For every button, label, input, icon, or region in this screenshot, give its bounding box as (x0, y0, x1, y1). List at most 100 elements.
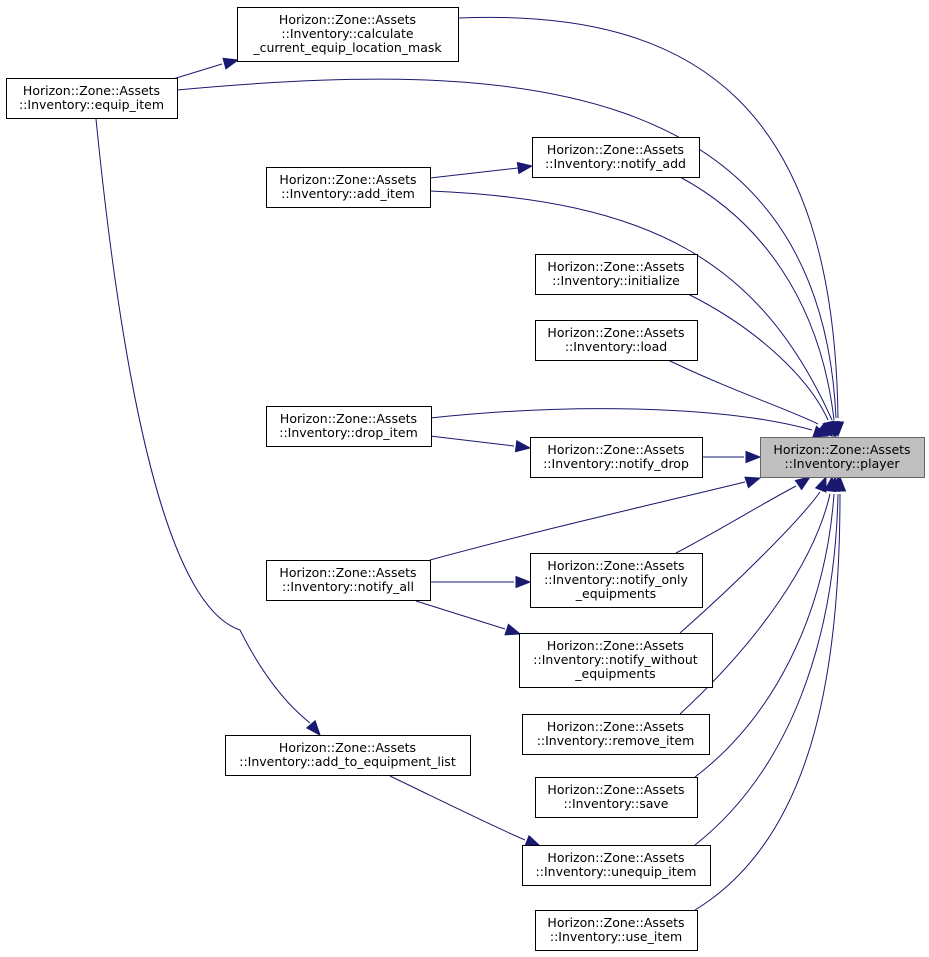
node-box (519, 633, 713, 688)
edge-arrowhead (222, 57, 240, 70)
edge-arrowhead (504, 623, 522, 636)
edge-add_to_eq_list-to-unequip_item (389, 775, 542, 847)
edge-initialize-to-player (687, 293, 835, 438)
node-box (266, 406, 432, 447)
edge-line (694, 493, 839, 846)
node-label-line: ::Inventory::player (785, 456, 901, 471)
node-label-line: Horizon::Zone::Assets (773, 442, 910, 457)
edge-line (429, 481, 746, 561)
node-label-line: ::Inventory::equip_item (19, 97, 164, 112)
edge-line (667, 359, 819, 425)
edge-arrowhead (744, 476, 762, 489)
node-add-item[interactable]: Horizon::Zone::Assets::Inventory::add_it… (266, 167, 431, 208)
node-label-line: ::Inventory::load (565, 339, 667, 354)
node-box (266, 167, 431, 208)
node-box (522, 845, 711, 886)
edge-save-to-player (694, 475, 841, 778)
node-unequip-item[interactable]: Horizon::Zone::Assets::Inventory::unequi… (522, 845, 711, 886)
node-label-line: Horizon::Zone::Assets (547, 259, 684, 274)
node-label-line: ::Inventory::use_item (550, 929, 682, 944)
edge-drop_item-to-notify_drop (429, 435, 532, 453)
node-label-line: ::Inventory::unequip_item (536, 864, 697, 879)
node-box (535, 777, 698, 818)
edge-drop_item-to-player (429, 408, 830, 438)
node-box (535, 254, 698, 295)
edge-arrowhead (305, 719, 321, 737)
edge-line (694, 493, 835, 778)
node-label-line: Horizon::Zone::Assets (279, 172, 416, 187)
node-load[interactable]: Horizon::Zone::Assets::Inventory::load (535, 320, 698, 361)
node-notify-all[interactable]: Horizon::Zone::Assets::Inventory::notify… (266, 560, 431, 601)
edge-line (389, 775, 526, 841)
node-label-line: ::Inventory::notify_only (544, 572, 688, 587)
edge-notify_all-to-player (429, 476, 762, 561)
edge-line (95, 118, 311, 724)
edge-line (429, 190, 833, 421)
edge-equip_item-to-calc_mask (172, 57, 240, 80)
edge-line (679, 491, 821, 634)
edge-notify_only_eq-to-player (675, 476, 812, 554)
edge-unequip_item-to-player (694, 475, 845, 846)
edge-arrowhead (524, 834, 542, 847)
node-box (535, 910, 698, 951)
node-notify-drop[interactable]: Horizon::Zone::Assets::Inventory::notify… (530, 437, 703, 478)
edge-arrowhead (515, 575, 532, 589)
node-notify-without-eq[interactable]: Horizon::Zone::Assets::Inventory::notify… (519, 633, 713, 688)
edge-line (429, 167, 519, 179)
edge-line (687, 293, 829, 421)
node-label-line: ::Inventory::initialize (552, 273, 680, 288)
edge-arrowhead (794, 476, 812, 491)
edge-line (176, 78, 837, 419)
node-add-to-eq-list[interactable]: Horizon::Zone::Assets::Inventory::add_to… (225, 735, 471, 776)
edge-line (694, 493, 841, 911)
node-box (760, 437, 925, 478)
edge-arrowhead (516, 161, 534, 175)
edge-add_item-to-notify_add (429, 161, 534, 179)
node-label-line: _equipments (574, 666, 655, 681)
edge-line (429, 435, 515, 447)
node-label-line: ::Inventory::notify_without (533, 652, 698, 667)
edge-arrowhead (514, 440, 532, 453)
node-notify-add[interactable]: Horizon::Zone::Assets::Inventory::notify… (532, 137, 700, 178)
edge-notify_all-to-notify_only_eq (430, 575, 532, 589)
node-equip-item[interactable]: Horizon::Zone::Assets::Inventory::equip_… (6, 78, 178, 119)
node-label-line: Horizon::Zone::Assets (547, 558, 684, 573)
node-box (237, 7, 459, 62)
node-save[interactable]: Horizon::Zone::Assets::Inventory::save (535, 777, 698, 818)
node-label-line: ::Inventory::save (564, 796, 669, 811)
node-box (532, 137, 700, 178)
node-label-line: Horizon::Zone::Assets (547, 442, 684, 457)
node-label-line: Horizon::Zone::Assets (547, 850, 684, 865)
node-initialize[interactable]: Horizon::Zone::Assets::Inventory::initia… (535, 254, 698, 295)
node-player: Horizon::Zone::Assets::Inventory::player (760, 437, 925, 478)
edge-line (679, 176, 835, 421)
node-label-line: ::Inventory::remove_item (537, 733, 695, 748)
node-label-line: ::Inventory::notify_drop (543, 456, 689, 471)
node-box (530, 437, 703, 478)
node-box (225, 735, 471, 776)
node-label-line: Horizon::Zone::Assets (547, 142, 684, 157)
node-remove-item[interactable]: Horizon::Zone::Assets::Inventory::remove… (522, 714, 710, 755)
node-label-line: ::Inventory::notify_all (282, 579, 414, 594)
node-box (535, 320, 698, 361)
node-label-line: Horizon::Zone::Assets (279, 565, 416, 580)
edge-use_item-to-player (694, 475, 847, 911)
edge-calc_mask-to-player (458, 16, 845, 438)
node-label-line: Horizon::Zone::Assets (547, 638, 684, 653)
node-drop-item[interactable]: Horizon::Zone::Assets::Inventory::drop_i… (266, 406, 432, 447)
node-use-item[interactable]: Horizon::Zone::Assets::Inventory::use_it… (535, 910, 698, 951)
node-label-line: ::Inventory::notify_add (545, 156, 686, 171)
node-label-line: Horizon::Zone::Assets (280, 411, 417, 426)
node-label-line: _current_equip_location_mask (252, 40, 442, 55)
node-label-line: Horizon::Zone::Assets (547, 782, 684, 797)
edge-arrowhead (814, 475, 827, 493)
edge-notify_drop-to-player (702, 450, 762, 464)
edge-equip_item-to-player (176, 78, 843, 438)
node-label-line: Horizon::Zone::Assets (279, 12, 416, 27)
node-box (266, 560, 431, 601)
node-calc-mask[interactable]: Horizon::Zone::Assets::Inventory::calcul… (237, 7, 459, 62)
node-label-line: Horizon::Zone::Assets (279, 740, 416, 755)
node-notify-only-eq[interactable]: Horizon::Zone::Assets::Inventory::notify… (530, 553, 703, 608)
edge-line (429, 408, 813, 431)
